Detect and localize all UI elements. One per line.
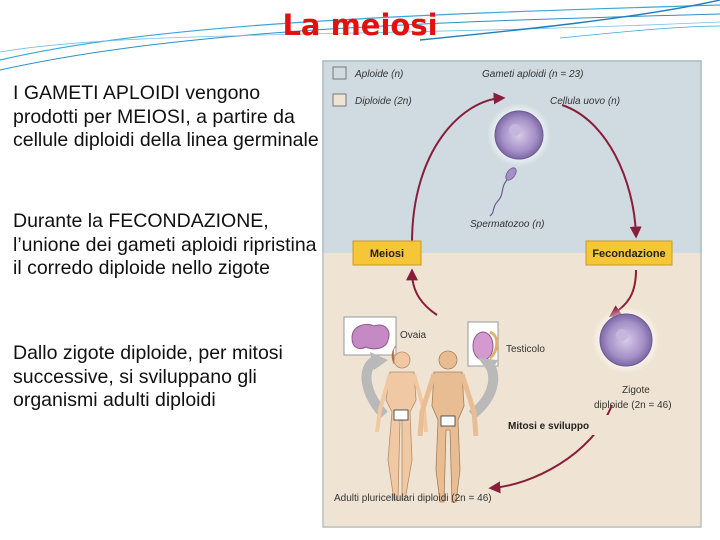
paragraph-fertilization: Durante la FECONDAZIONE, l’unione dei ga… — [13, 210, 317, 279]
mitosis-box — [502, 415, 610, 435]
cycle-arrow-top-right — [561, 104, 642, 239]
testis-label: Testicolo — [506, 344, 545, 355]
sperm-label: Spermatozoo (n) — [470, 219, 544, 230]
cycle-arrow-top — [411, 92, 506, 244]
meiosis-label: Meiosi — [370, 248, 404, 260]
male-marker — [440, 415, 456, 427]
female-figure-icon — [375, 345, 428, 501]
decorative-swirl — [0, 0, 720, 71]
male-figure-icon — [417, 350, 479, 503]
adults-label: Adulti pluricellulari diploidi (2n = 46) — [334, 493, 492, 504]
meiosis-box — [352, 240, 422, 266]
zygote-label-line2: diploide (2n = 46) — [594, 400, 672, 411]
testis-icon — [472, 331, 494, 361]
legend-haploid-swatch — [332, 66, 347, 80]
mitosis-label: Mitosi e sviluppo — [508, 421, 589, 432]
gametes-label: Gameti aploidi (n = 23) — [482, 69, 583, 80]
paragraph-gametes: I GAMETI APLOIDI vengono prodotti per ME… — [13, 82, 319, 151]
slide-title: La meiosi — [282, 8, 438, 42]
zygote-nucleus-icon — [616, 329, 628, 341]
legend-haploid-label: Aploide (n) — [354, 69, 403, 80]
zygote-label-line1: Zigote — [622, 385, 650, 396]
fertilization-label: Fecondazione — [592, 248, 665, 260]
egg-cell-icon — [494, 110, 544, 160]
ovary-icon — [351, 323, 390, 350]
paragraph-development: Dallo zigote diploide, per mitosi succes… — [13, 342, 283, 411]
legend-diploid-swatch — [332, 93, 347, 107]
meiosis-cycle-figure: Aploide (n) Diploide (2n) Gameti aploidi… — [322, 60, 702, 528]
zygote-cell-icon — [599, 313, 653, 367]
egg-nucleus-icon — [509, 124, 521, 136]
egg-label: Cellula uovo (n) — [550, 96, 620, 107]
sperm-icon — [489, 167, 517, 217]
female-marker — [393, 409, 409, 421]
legend-diploid-label: Diploide (2n) — [355, 96, 412, 107]
fertilization-box — [585, 240, 673, 266]
cycle-arrow-bottom-left — [406, 268, 438, 316]
ovary-label: Ovaia — [400, 330, 427, 341]
